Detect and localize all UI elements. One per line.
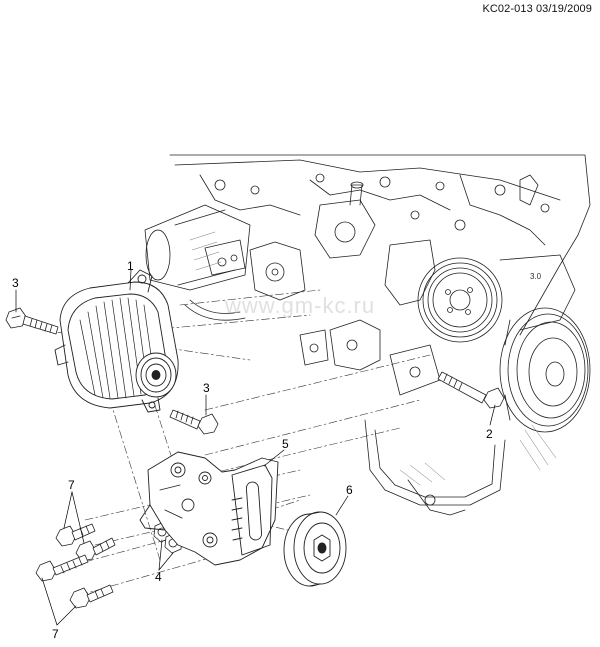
bolt-7-a — [55, 523, 96, 547]
callout-4: 4 — [155, 570, 162, 584]
callout-6: 6 — [346, 483, 353, 497]
crankshaft-pulley — [499, 307, 591, 433]
document-id: KC02-013 03/19/2009 — [482, 3, 592, 15]
callout-2: 2 — [486, 427, 493, 441]
alternator-bracket — [139, 451, 279, 566]
callout-1: 1 — [127, 259, 134, 273]
idler-pulley — [283, 511, 347, 587]
alternator — [54, 269, 179, 413]
water-pump-pulley — [417, 257, 503, 343]
callout-5: 5 — [282, 437, 289, 451]
watermark: www.gm-kc.ru — [225, 293, 376, 318]
callout-7-upper: 7 — [68, 478, 75, 492]
leader-lines — [15, 269, 496, 626]
callout-3-upper: 3 — [12, 276, 19, 290]
engine-displacement-badge: 3.0 — [530, 272, 542, 281]
bolt-7-d — [69, 584, 114, 609]
bolt-7-b — [75, 537, 116, 562]
oil-pan — [364, 419, 506, 516]
callout-7-lower: 7 — [52, 627, 59, 641]
bolt-7-c — [35, 554, 89, 582]
callout-3-lower: 3 — [203, 381, 210, 395]
bolt-3-upper — [5, 307, 59, 335]
engine-shading — [189, 231, 557, 486]
bolt-2 — [437, 371, 505, 409]
engine-block — [144, 154, 591, 516]
bolt-3-lower — [169, 409, 219, 435]
